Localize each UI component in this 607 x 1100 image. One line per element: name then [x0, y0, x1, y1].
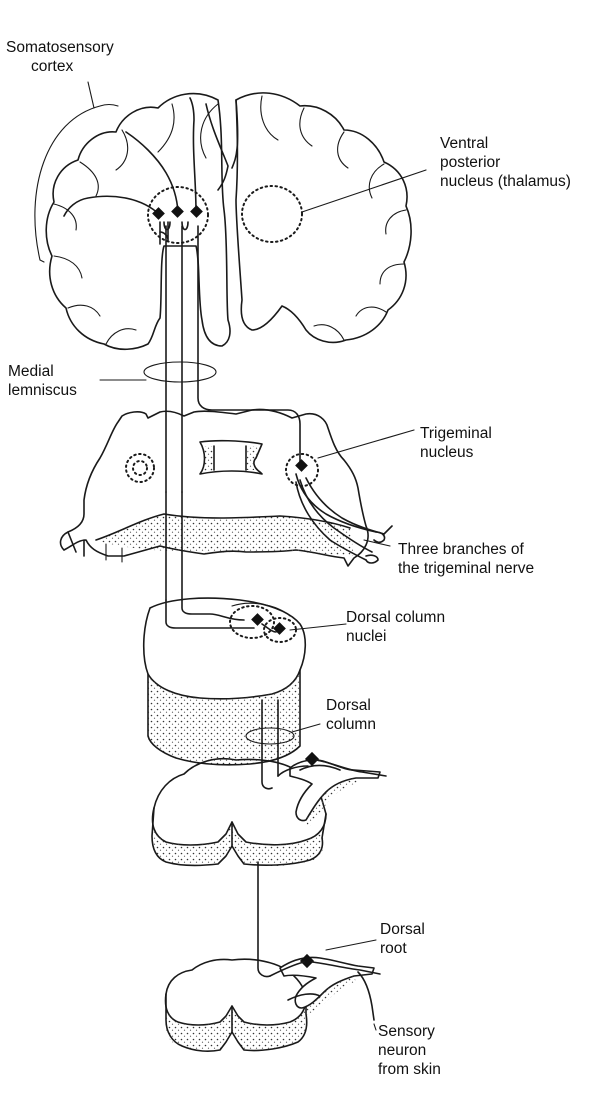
left-thalamus-outline — [147, 186, 209, 244]
trigeminal-nucleus-label: Trigeminal nucleus — [420, 424, 492, 462]
label-line: root — [380, 940, 407, 957]
dorsal-column-ring — [245, 727, 295, 745]
spinal-ascending-axon — [257, 861, 271, 978]
trigeminal-nerve-label: Three branches of the trigeminal nerve — [398, 540, 534, 578]
cortex-bracket — [34, 103, 119, 261]
label-line: posterior — [440, 154, 501, 171]
thalamus-leader — [301, 169, 427, 213]
dorsal-column-leader — [291, 723, 321, 733]
label-line: nuclei — [346, 628, 387, 645]
dorsal-column-nucleus-2 — [263, 617, 297, 643]
label-line: Medial — [8, 363, 54, 380]
label-line: from skin — [378, 1061, 441, 1078]
medial-lemniscus-ring — [143, 361, 217, 383]
medial-lemniscus-label: Medial lemniscus — [8, 362, 77, 400]
label-line: neuron — [378, 1042, 427, 1059]
thalamic-neuron-1 — [152, 207, 165, 220]
thalamocortical-fibers — [63, 97, 197, 245]
cortex-leader — [87, 81, 95, 109]
sensory-neuron-fiber — [357, 971, 375, 1021]
dorsal-column-nuclei-leader — [289, 623, 347, 631]
thalamic-neuron-3 — [190, 205, 203, 218]
lumbar-spinal-cord — [164, 956, 375, 1052]
dorsal-column-nuclei-label: Dorsal column nuclei — [346, 608, 445, 646]
sensory-neuron-label: Sensory neuron from skin — [378, 1022, 441, 1079]
ventral-posterior-nucleus-label: Ventral posterior nucleus (thalamus) — [440, 134, 571, 191]
label-line: nucleus (thalamus) — [440, 173, 571, 190]
trigeminal-nucleus-leader — [317, 429, 415, 459]
ventral-posterior-nucleus-outline — [241, 185, 303, 243]
trigeminal-nerve-leader — [363, 539, 391, 547]
dorsal-column-label: Dorsal column — [326, 696, 376, 734]
label-line: cortex — [31, 58, 74, 75]
label-line: the trigeminal nerve — [398, 560, 535, 577]
label-line: Dorsal column — [346, 609, 446, 626]
label-line: Three branches of — [398, 541, 524, 558]
label-line: lemniscus — [8, 382, 77, 399]
label-line: Somatosensory — [6, 39, 114, 56]
lumbar-ganglion-neuron — [299, 953, 315, 969]
medulla-section — [142, 597, 307, 766]
cervical-spinal-cord — [151, 758, 381, 867]
trigeminal-neuron — [295, 459, 308, 472]
brain-section — [45, 92, 412, 351]
dorsal-column-nucleus-1 — [229, 605, 275, 639]
label-line: Sensory — [378, 1023, 435, 1040]
left-pontine-nucleus — [125, 453, 155, 483]
label-line: Trigeminal — [420, 425, 492, 442]
thalamic-neuron-2 — [171, 205, 184, 218]
pons-section — [59, 408, 369, 567]
label-line: Dorsal — [380, 921, 425, 938]
label-line: Dorsal — [326, 697, 371, 714]
dorsal-column-neuron-2 — [273, 622, 286, 635]
trigeminal-nerve — [295, 473, 393, 564]
label-line: nucleus — [420, 444, 474, 461]
label-line: column — [326, 716, 376, 733]
cervical-ganglion-neuron — [304, 751, 320, 767]
dorsal-root-leader — [325, 939, 377, 951]
dorsal-root-label: Dorsal root — [380, 920, 425, 958]
label-line: Ventral — [440, 135, 489, 152]
somatosensory-cortex-label: Somatosensory cortex — [6, 38, 114, 76]
